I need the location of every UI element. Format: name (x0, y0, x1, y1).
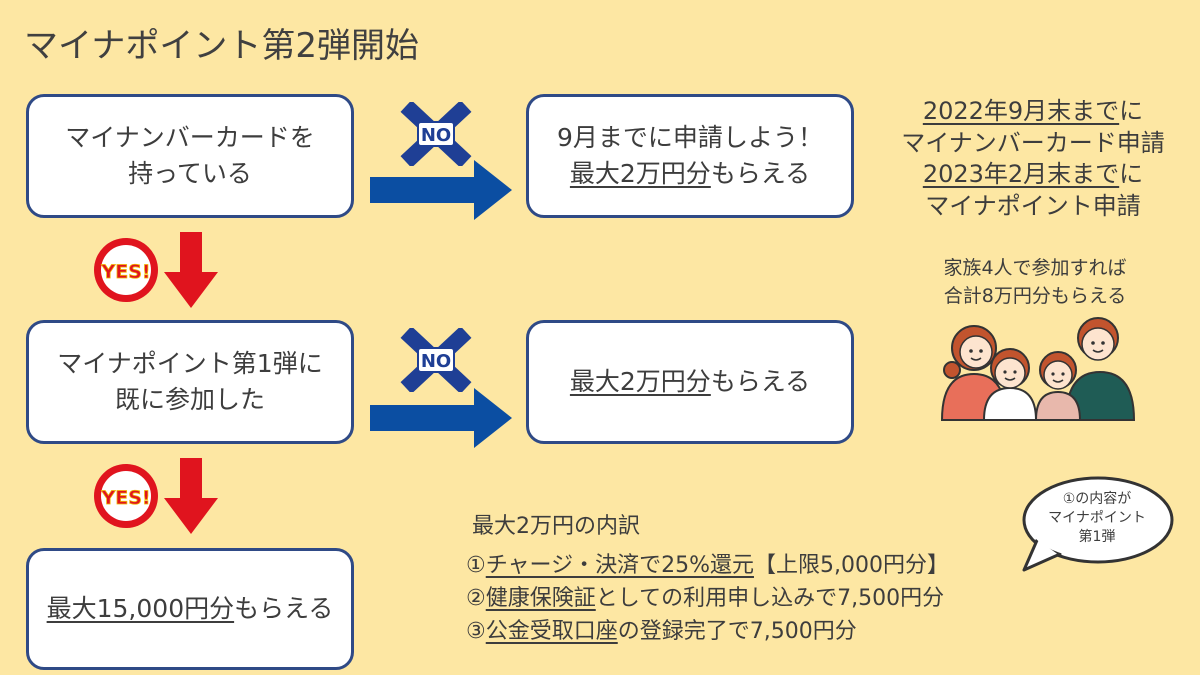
flow-box-text: マイナンバーカードを (65, 122, 315, 152)
deadline-text: マイナンバーカード申請 (901, 128, 1165, 157)
family-note: 家族4人で参加すれば 合計8万円分もらえる (900, 255, 1170, 310)
yes-badge-label: YES! (100, 261, 150, 283)
flow-box-text: もらえる (234, 593, 334, 623)
amount-highlight: 最大2万円分 (569, 159, 711, 188)
flow-box-text: 持っている (128, 159, 252, 188)
down-arrow-icon (164, 232, 218, 308)
deadline-date: 2022年9月末まで (922, 97, 1120, 125)
breakdown-item: ②健康保険証としての利用申し込みで7,500円分 (466, 586, 945, 611)
deadline-date: 2023年2月末まで (922, 160, 1120, 189)
breakdown-heading: 最大2万円の内訳 (472, 514, 640, 539)
deadline-notes: 2022年9月末までに マイナンバーカード申請 2023年2月末までに マイナポ… (868, 96, 1198, 223)
down-arrow-icon (164, 458, 218, 534)
no-cross-icon: NO (400, 328, 472, 392)
amount-highlight: 最大15,000円分 (46, 593, 235, 623)
no-badge-label: NO (421, 125, 451, 146)
flow-box-max-15000: 最大15,000円分もらえる (26, 548, 354, 670)
right-arrow-icon (370, 160, 512, 220)
yes-badge-icon: YES! (94, 464, 158, 528)
deadline-text: に (1119, 160, 1144, 189)
flow-box-joined-first-round: マイナポイント第1弾に 既に参加した (26, 320, 354, 444)
flow-box-apply-by-september: 9月までに申請しよう！ 最大2万円分もらえる (526, 94, 854, 218)
family-note-line: 合計8万円分もらえる (943, 284, 1127, 307)
family-note-line: 家族4人で参加すれば (943, 257, 1127, 279)
page-title: マイナポイント第2弾開始 (24, 26, 419, 66)
flow-box-text: マイナポイント第1弾に (57, 348, 323, 378)
bubble-text-line: 第1弾 (1078, 528, 1116, 545)
flow-box-text: 既に参加した (114, 385, 265, 414)
flow-box-has-card: マイナンバーカードを 持っている (26, 94, 354, 218)
no-badge-label: NO (421, 351, 451, 372)
flow-box-text: もらえる (710, 159, 811, 188)
amount-highlight: 最大2万円分 (569, 366, 711, 396)
deadline-text: マイナポイント申請 (925, 192, 1141, 221)
family-illustration (940, 317, 1136, 421)
breakdown-section: 最大2万円の内訳 ①チャージ・決済で25%還元【上限5,000円分】 ②健康保険… (466, 510, 949, 648)
breakdown-item: ①チャージ・決済で25%還元【上限5,000円分】 (466, 553, 949, 578)
flow-box-text: もらえる (710, 366, 811, 396)
yes-badge-label: YES! (100, 487, 150, 509)
bubble-text-line: ①の内容が (1062, 491, 1132, 507)
yes-badge-icon: YES! (94, 238, 158, 302)
deadline-text: に (1119, 97, 1144, 125)
no-cross-icon: NO (400, 102, 472, 166)
bubble-text-line: マイナポイント (1048, 509, 1146, 526)
flow-box-text: 9月までに申請しよう！ (557, 122, 823, 152)
breakdown-item: ③公金受取口座の登録完了で7,500円分 (466, 619, 857, 644)
right-arrow-icon (370, 388, 512, 448)
speech-bubble: ①の内容が マイナポイント 第1弾 (1020, 474, 1174, 578)
flow-box-max-20000: 最大2万円分もらえる (526, 320, 854, 444)
